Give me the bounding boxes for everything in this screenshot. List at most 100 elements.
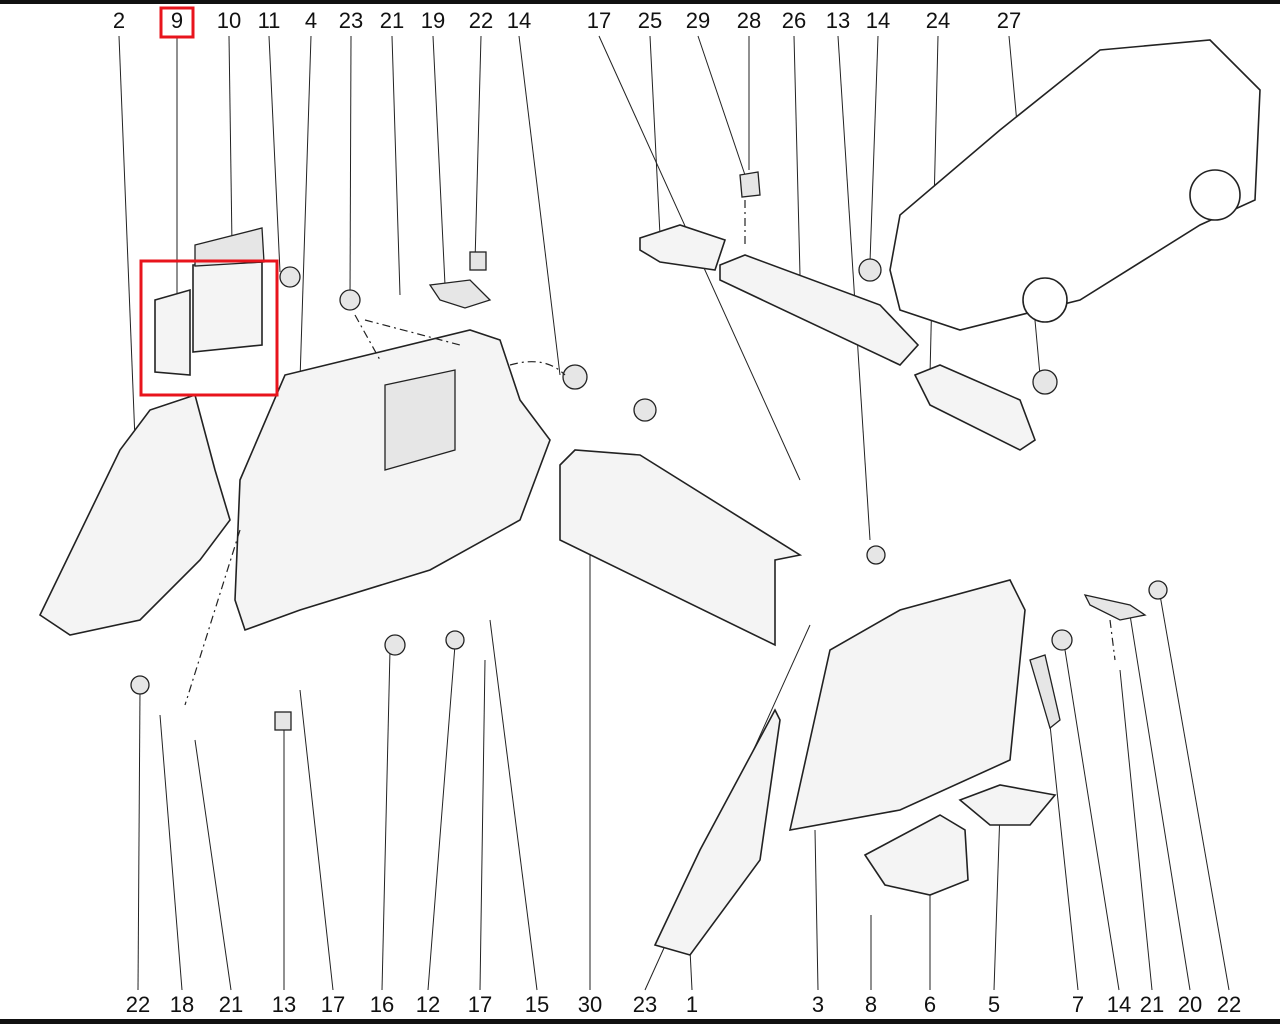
callout-bottom-20[interactable]: 20 bbox=[1178, 992, 1202, 1017]
callout-bottom-12[interactable]: 12 bbox=[416, 992, 440, 1017]
dashed-assembly-paths bbox=[184, 200, 1116, 706]
callout-bottom-3[interactable]: 3 bbox=[812, 992, 824, 1017]
leader-top-22 bbox=[474, 35, 482, 263]
leader-top-2 bbox=[118, 35, 136, 441]
highlight-box-part-9 bbox=[139, 259, 279, 397]
part-19-bracket bbox=[428, 279, 492, 309]
callout-bottom-17[interactable]: 17 bbox=[468, 992, 492, 1017]
part-23-clip bbox=[339, 289, 361, 311]
leader-bottom-18 bbox=[159, 714, 183, 991]
callout-top-27[interactable]: 27 bbox=[997, 8, 1021, 33]
leader-bottom-15 bbox=[489, 619, 538, 991]
leader-top-29 bbox=[697, 35, 746, 176]
callout-bottom-16[interactable]: 16 bbox=[370, 992, 394, 1017]
leader-top-14 bbox=[869, 35, 879, 263]
callout-top-26[interactable]: 26 bbox=[782, 8, 806, 33]
part-12-clip bbox=[445, 630, 465, 650]
callout-bottom-8[interactable]: 8 bbox=[865, 992, 877, 1017]
callout-top-21[interactable]: 21 bbox=[380, 8, 404, 33]
leader-bottom-21 bbox=[1119, 669, 1153, 991]
part-24-pillar-trim bbox=[913, 364, 1036, 451]
leader-bottom-14 bbox=[1064, 649, 1120, 991]
part-27-clip bbox=[1032, 369, 1058, 395]
leader-lines bbox=[118, 35, 1230, 991]
leader-bottom-17 bbox=[479, 659, 486, 991]
leader-bottom-16 bbox=[381, 649, 391, 991]
part-6-storage-bin bbox=[863, 814, 969, 896]
leader-bottom-22 bbox=[137, 689, 141, 991]
part-14-clip-b bbox=[633, 398, 657, 422]
part-2-side-trim bbox=[38, 393, 231, 636]
leader-top-4 bbox=[299, 35, 312, 381]
part-3-wheelhouse-trim bbox=[788, 579, 1026, 832]
part-22-nut bbox=[469, 251, 487, 271]
callout-top-9[interactable]: 9 bbox=[171, 8, 183, 33]
part-28-clip bbox=[739, 171, 761, 198]
leader-top-11 bbox=[268, 35, 281, 273]
callout-top-4[interactable]: 4 bbox=[305, 8, 317, 33]
callout-bottom-30[interactable]: 30 bbox=[578, 992, 602, 1017]
part-14-clip-c bbox=[858, 258, 882, 282]
leader-top-23 bbox=[349, 35, 352, 301]
part-30-sill-trim bbox=[559, 449, 803, 647]
leader-bottom-20 bbox=[1129, 614, 1191, 991]
callout-bottom-22[interactable]: 22 bbox=[126, 992, 150, 1017]
callout-bottom-17[interactable]: 17 bbox=[321, 992, 345, 1017]
leader-bottom-22 bbox=[1159, 594, 1230, 991]
part-4-quarter-trim bbox=[234, 329, 551, 632]
part-22-nut-c bbox=[130, 675, 150, 695]
callout-top-29[interactable]: 29 bbox=[686, 8, 710, 33]
callout-top-22[interactable]: 22 bbox=[469, 8, 493, 33]
callout-bottom-15[interactable]: 15 bbox=[525, 992, 549, 1017]
leader-top-19 bbox=[432, 35, 446, 286]
leader-bottom-5 bbox=[993, 809, 1001, 991]
callout-top-13[interactable]: 13 bbox=[826, 8, 850, 33]
callout-top-25[interactable]: 25 bbox=[638, 8, 662, 33]
leader-bottom-1 bbox=[689, 949, 693, 991]
callout-bottom-18[interactable]: 18 bbox=[170, 992, 194, 1017]
part-13-clip bbox=[866, 545, 886, 565]
leader-bottom-7 bbox=[1049, 724, 1079, 991]
callout-bottom-22[interactable]: 22 bbox=[1217, 992, 1241, 1017]
callout-top-14[interactable]: 14 bbox=[866, 8, 890, 33]
leader-top-10 bbox=[228, 35, 233, 246]
leader-top-25 bbox=[649, 35, 661, 236]
callout-bottom-14[interactable]: 14 bbox=[1107, 992, 1131, 1017]
callout-top-14[interactable]: 14 bbox=[507, 8, 531, 33]
callout-bottom-13[interactable]: 13 bbox=[272, 992, 296, 1017]
callout-bottom-1[interactable]: 1 bbox=[686, 992, 698, 1017]
callout-top-10[interactable]: 10 bbox=[217, 8, 241, 33]
part-20-bracket bbox=[1083, 594, 1147, 621]
part-25-end-cap bbox=[639, 224, 727, 271]
callout-top-24[interactable]: 24 bbox=[926, 8, 950, 33]
part-5-cover bbox=[958, 784, 1057, 826]
callout-bottom-7[interactable]: 7 bbox=[1072, 992, 1084, 1017]
callout-bottom-21[interactable]: 21 bbox=[1140, 992, 1164, 1017]
leader-top-26 bbox=[793, 35, 801, 276]
callout-top-23[interactable]: 23 bbox=[339, 8, 363, 33]
callout-bottom-5[interactable]: 5 bbox=[988, 992, 1000, 1017]
callout-top-11[interactable]: 11 bbox=[258, 8, 281, 33]
leader-top-21 bbox=[391, 35, 401, 296]
part-22-nut-b bbox=[1148, 580, 1168, 600]
leader-top-13 bbox=[837, 35, 871, 541]
top-border bbox=[0, 0, 1280, 4]
callout-bottom-23[interactable]: 23 bbox=[633, 992, 657, 1017]
callout-top-2[interactable]: 2 bbox=[113, 8, 125, 33]
part-7-bracket bbox=[1029, 654, 1061, 730]
callout-top-17[interactable]: 17 bbox=[587, 8, 611, 33]
part-9-bracket bbox=[154, 261, 263, 376]
part-11-clip bbox=[279, 266, 301, 288]
callout-top-19[interactable]: 19 bbox=[421, 8, 445, 33]
part-16-clip bbox=[384, 634, 406, 656]
vehicle-outline bbox=[889, 39, 1261, 331]
callout-bottom-21[interactable]: 21 bbox=[219, 992, 243, 1017]
callout-top-28[interactable]: 28 bbox=[737, 8, 761, 33]
bottom-border bbox=[0, 1019, 1280, 1024]
leader-top-14 bbox=[518, 35, 561, 376]
part-13-nut bbox=[274, 711, 292, 731]
leader-bottom-21 bbox=[194, 739, 232, 991]
callout-bottom-6[interactable]: 6 bbox=[924, 992, 936, 1017]
